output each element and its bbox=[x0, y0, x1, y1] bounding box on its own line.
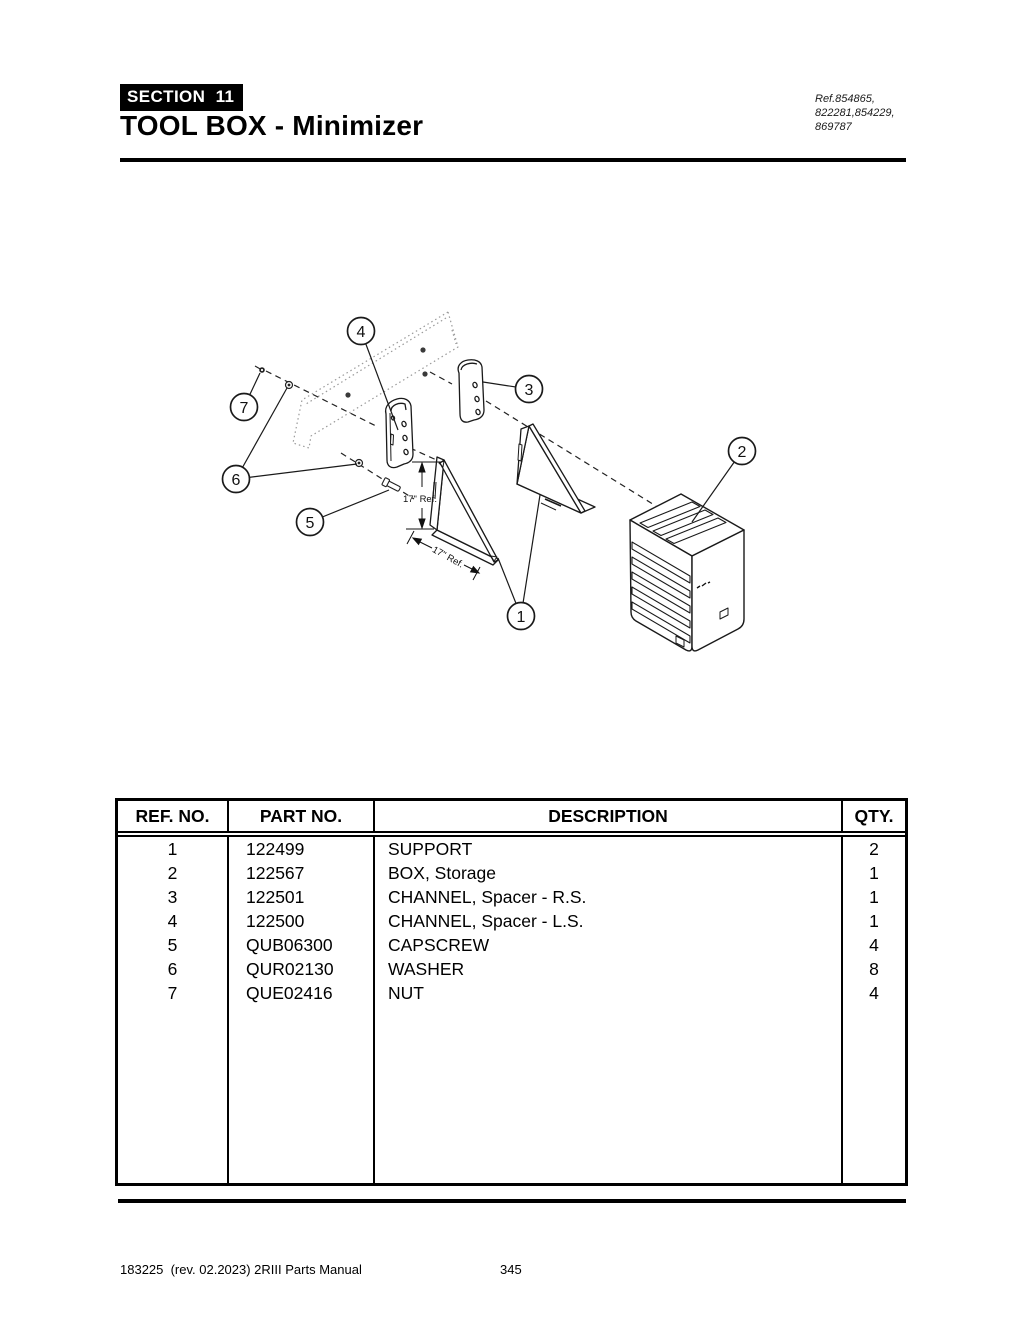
cell-ref: 4 bbox=[118, 909, 229, 933]
cell-part: QUR02130 bbox=[228, 957, 375, 981]
exploded-view-diagram: 17" Ref. 17" Ref. 1 2 3 bbox=[221, 311, 757, 652]
support-front bbox=[429, 456, 499, 566]
header-rule bbox=[120, 158, 906, 162]
cell-desc: CHANNEL, Spacer - L.S. bbox=[374, 909, 843, 933]
callout-3: 3 bbox=[514, 374, 544, 404]
cell-qty: 8 bbox=[869, 959, 879, 979]
cell-qty: 4 bbox=[869, 983, 879, 1003]
header-qty: QTY. bbox=[842, 801, 905, 837]
cell-empty bbox=[118, 1005, 229, 1183]
callout-5: 5 bbox=[295, 507, 325, 537]
cell-part: 122499 bbox=[228, 834, 375, 861]
cell-empty bbox=[228, 1005, 375, 1183]
cell-part: QUE02416 bbox=[228, 981, 375, 1005]
header-part-no: PART NO. bbox=[228, 801, 375, 837]
cell-desc: SUPPORT bbox=[374, 834, 843, 861]
cell-desc: WASHER bbox=[374, 957, 843, 981]
page-title: TOOL BOX - Minimizer bbox=[120, 110, 424, 141]
table-filler-row bbox=[118, 1005, 905, 1183]
callout-1: 1 bbox=[506, 601, 536, 631]
cell-qty: 1 bbox=[869, 911, 879, 931]
cell-ref: 6 bbox=[118, 957, 229, 981]
frame-rail-ghost bbox=[292, 311, 459, 449]
capscrew bbox=[381, 477, 401, 492]
cell-ref: 2 bbox=[118, 861, 229, 885]
callout-7: 7 bbox=[229, 392, 259, 422]
cell-qty: 1 bbox=[869, 863, 879, 883]
cell-desc: NUT bbox=[374, 981, 843, 1005]
dimension-vertical: 17" Ref. bbox=[403, 461, 441, 530]
frame-rail-holes bbox=[345, 347, 428, 398]
cell-ref: 3 bbox=[118, 885, 229, 909]
cell-desc: CHANNEL, Spacer - R.S. bbox=[374, 885, 843, 909]
support-back bbox=[516, 423, 596, 514]
washer bbox=[284, 380, 294, 390]
footer-rule bbox=[118, 1199, 906, 1203]
dim-label-vertical: 17" Ref. bbox=[403, 494, 437, 505]
table-header-row: REF. NO. PART NO. DESCRIPTION QTY. bbox=[118, 801, 905, 837]
cell-ref: 5 bbox=[118, 933, 229, 957]
footer-manual-info: 183225 (rev. 02.2023) 2RIII Parts Manual bbox=[120, 1262, 362, 1277]
svg-text:1: 1 bbox=[517, 609, 526, 626]
cell-ref: 1 bbox=[118, 834, 229, 861]
svg-text:5: 5 bbox=[306, 515, 315, 532]
ref-line: 822281,854229, bbox=[815, 107, 895, 119]
storage-box bbox=[629, 493, 745, 652]
nut bbox=[254, 365, 265, 373]
cell-part: 122501 bbox=[228, 885, 375, 909]
cell-part: 122567 bbox=[228, 861, 375, 885]
svg-text:7: 7 bbox=[240, 400, 249, 417]
cell-desc: BOX, Storage bbox=[374, 861, 843, 885]
callout-balloons: 1 2 3 4 5 6 7 bbox=[221, 316, 757, 631]
footer-page-number: 345 bbox=[500, 1262, 522, 1277]
assembly-centerlines bbox=[265, 370, 657, 507]
cell-qty: 4 bbox=[869, 935, 879, 955]
brand-mark bbox=[696, 581, 711, 589]
reference-numbers: Ref.854865, 822281,854229, 869787 bbox=[815, 92, 895, 134]
section-label: SECTION 11 bbox=[120, 84, 244, 111]
callout-2: 2 bbox=[727, 436, 757, 466]
header-description: DESCRIPTION bbox=[374, 801, 843, 837]
cell-empty bbox=[374, 1005, 843, 1183]
cell-empty bbox=[842, 1005, 905, 1183]
svg-text:4: 4 bbox=[357, 324, 366, 341]
channel-spacer-rs bbox=[457, 359, 485, 423]
svg-text:3: 3 bbox=[525, 382, 534, 399]
cell-desc: CAPSCREW bbox=[374, 933, 843, 957]
svg-text:2: 2 bbox=[738, 444, 747, 461]
ref-line: 869787 bbox=[815, 121, 852, 133]
svg-text:6: 6 bbox=[232, 472, 241, 489]
cell-ref: 7 bbox=[118, 981, 229, 1005]
header-ref-no: REF. NO. bbox=[118, 801, 229, 837]
cell-part: QUB06300 bbox=[228, 933, 375, 957]
ref-line: Ref.854865, bbox=[815, 93, 875, 105]
callout-4: 4 bbox=[346, 316, 376, 346]
cell-qty: 1 bbox=[869, 887, 879, 907]
callout-6: 6 bbox=[221, 464, 251, 494]
cell-qty: 2 bbox=[869, 839, 879, 859]
cell-part: 122500 bbox=[228, 909, 375, 933]
washer bbox=[354, 458, 364, 468]
